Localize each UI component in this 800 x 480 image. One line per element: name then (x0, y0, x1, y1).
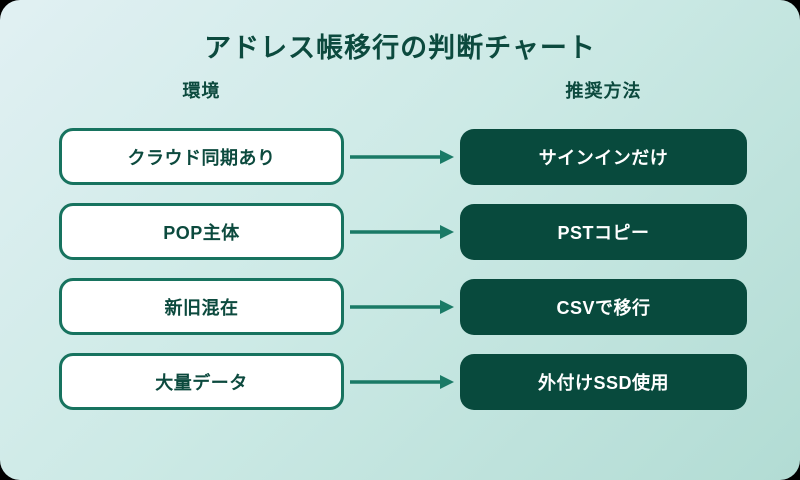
method-box: CSVで移行 (460, 278, 747, 335)
right-arrow-icon (344, 372, 460, 392)
environment-box: 新旧混在 (59, 278, 344, 335)
environment-box: 大量データ (59, 353, 344, 410)
method-box: 外付けSSD使用 (460, 353, 747, 410)
column-headers: 環境 推奨方法 (59, 77, 747, 103)
environment-box: POP主体 (59, 203, 344, 260)
method-box: サインインだけ (460, 128, 747, 185)
flow-row: POP主体 PSTコピー (59, 203, 747, 260)
right-arrow-icon (344, 147, 460, 167)
column-header-spacer (344, 77, 460, 103)
flow-rows: クラウド同期あり サインインだけ POP主体 PSTコピー 新旧混在 (59, 128, 747, 410)
flow-row: 新旧混在 CSVで移行 (59, 278, 747, 335)
right-arrow-icon (344, 222, 460, 242)
column-header-method: 推奨方法 (565, 81, 642, 101)
column-header-environment: 環境 (182, 81, 221, 101)
flow-row: クラウド同期あり サインインだけ (59, 128, 747, 185)
environment-box: クラウド同期あり (59, 128, 344, 185)
right-arrow-icon (344, 297, 460, 317)
flow-row: 大量データ 外付けSSD使用 (59, 353, 747, 410)
page-title: アドレス帳移行の判断チャート (204, 33, 596, 63)
method-box: PSTコピー (460, 203, 747, 260)
